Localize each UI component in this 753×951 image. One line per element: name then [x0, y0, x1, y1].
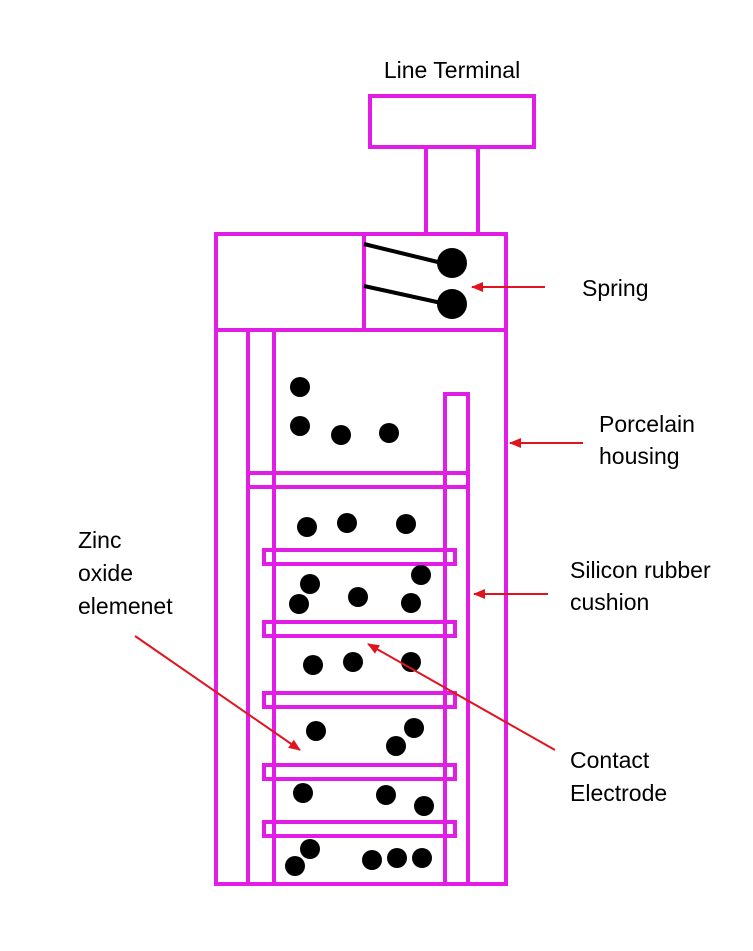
spring-ball-lower — [437, 289, 467, 319]
contact-electrode-3 — [262, 691, 457, 709]
spring-ball-upper — [437, 248, 467, 278]
silicon-rubber-cushion-right — [443, 392, 470, 886]
zinc-oxide-particle — [297, 517, 317, 537]
zinc-oxide-particle — [387, 848, 407, 868]
zinc-oxide-particle — [376, 785, 396, 805]
silicon-rubber-cushion-label: Silicon rubber cushion — [570, 557, 717, 615]
zinc-oxide-particle — [337, 513, 357, 533]
zinc-oxide-particle — [290, 377, 310, 397]
zinc-oxide-particle — [401, 593, 421, 613]
spring-wire-lower — [363, 284, 447, 306]
zinc-oxide-element-label: Zinc oxide elemenet — [78, 527, 173, 619]
separator-plate — [246, 471, 470, 489]
zinc-oxide-particle — [348, 587, 368, 607]
zinc-oxide-particle — [289, 594, 309, 614]
line-terminal-cap — [368, 94, 536, 149]
contact-electrode-label: Contact Electrode — [570, 747, 667, 806]
zinc-oxide-particle — [414, 796, 434, 816]
zinc-oxide-particle — [386, 736, 406, 756]
contact-electrode-5 — [262, 820, 457, 838]
leader-arrows — [134, 282, 583, 751]
zinc-oxide-element-arrow — [134, 635, 301, 751]
silicon-rubber-cushion-left — [246, 328, 276, 886]
zinc-oxide-particle — [285, 856, 305, 876]
spring-label: Spring — [582, 275, 648, 301]
zinc-oxide-particle — [331, 425, 351, 445]
zinc-oxide-particle — [303, 655, 323, 675]
zinc-oxide-particle — [379, 423, 399, 443]
contact-electrode-arrow — [367, 643, 556, 751]
porcelain-housing — [214, 328, 508, 886]
zinc-oxide-particles — [285, 377, 434, 876]
zinc-oxide-particle — [401, 652, 421, 672]
porcelain-housing-label: Porcelain housing — [599, 411, 701, 469]
zinc-oxide-particle — [412, 848, 432, 868]
top-compartment — [214, 232, 508, 332]
line-terminal-label: Line Terminal — [384, 57, 520, 83]
zinc-oxide-particle — [362, 850, 382, 870]
zinc-oxide-particle — [396, 514, 416, 534]
zinc-oxide-particle — [343, 652, 363, 672]
line-terminal-stem — [424, 145, 480, 236]
zinc-oxide-particle — [300, 839, 320, 859]
zinc-oxide-particle — [404, 718, 424, 738]
zinc-oxide-particle — [306, 721, 326, 741]
spring-wire-upper — [363, 242, 447, 266]
arrester-structure — [214, 94, 536, 886]
spring — [363, 242, 467, 319]
zinc-oxide-particle — [300, 574, 320, 594]
zinc-oxide-particle — [411, 565, 431, 585]
zinc-oxide-particle — [290, 416, 310, 436]
contact-electrode-1 — [262, 548, 457, 566]
contact-electrode-2 — [262, 620, 457, 638]
zinc-oxide-particle — [293, 783, 313, 803]
contact-electrode-4 — [262, 763, 457, 781]
